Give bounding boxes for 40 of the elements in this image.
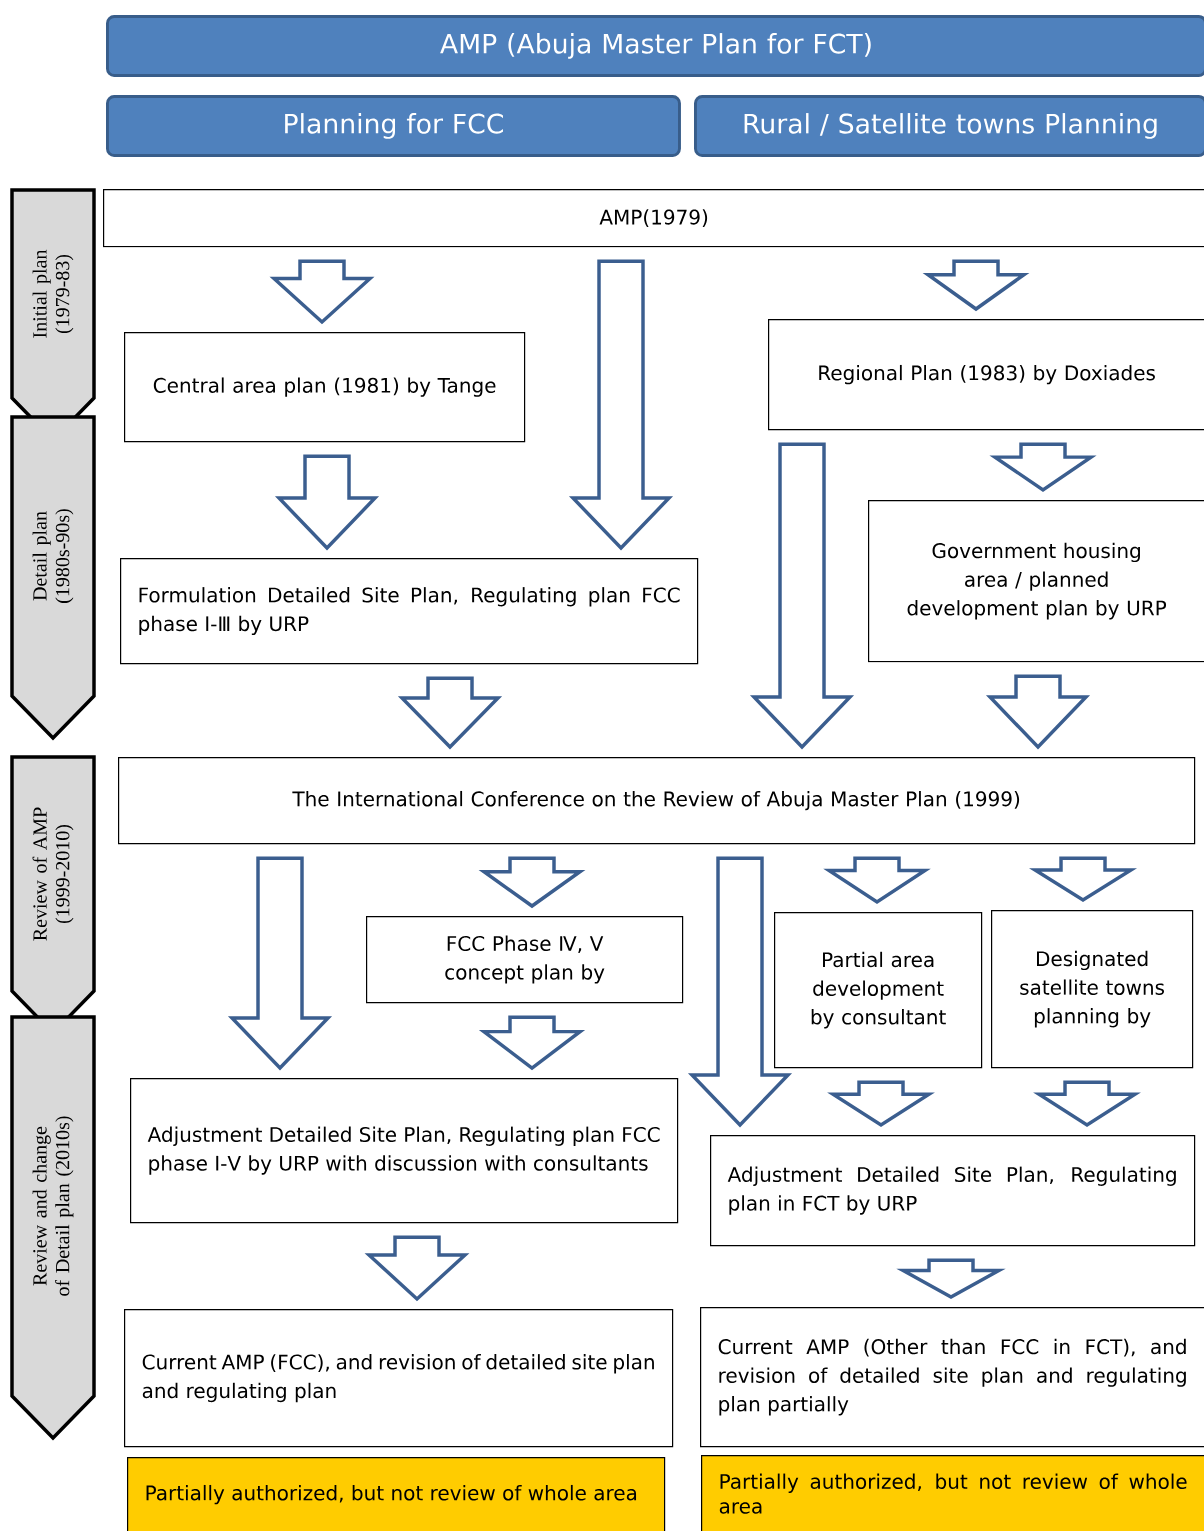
block-arrow bbox=[989, 442, 1097, 493]
block-arrow bbox=[269, 259, 375, 325]
block-arrow bbox=[478, 856, 586, 909]
block-arrow bbox=[478, 1015, 586, 1071]
process-box: Government housing area / planned development plan by URP bbox=[868, 500, 1204, 663]
phase-band: Review of AMP (1999-2010) bbox=[10, 755, 96, 1036]
heading-banner: Rural / Satellite towns Planning bbox=[694, 95, 1204, 157]
block-arrow bbox=[896, 1258, 1006, 1299]
process-box: The International Conference on the Review of Abuja Master Plan (1999) bbox=[118, 757, 1196, 845]
block-arrow bbox=[1033, 1080, 1141, 1128]
block-arrow bbox=[749, 442, 855, 750]
phase-band: Detail plan (1980s-90s) bbox=[10, 415, 96, 741]
block-arrow bbox=[364, 1235, 470, 1302]
process-box: Current AMP (Other than FCC in FCT), and revision of detailed site plan and regulating plan partially bbox=[700, 1307, 1204, 1448]
phase-band: Initial plan (1979-83) bbox=[10, 188, 96, 443]
block-arrow bbox=[227, 856, 333, 1071]
process-box: Current AMP (FCC), and revision of detailed site plan and regulating plan bbox=[124, 1309, 674, 1448]
note-box: Partially authorized, but not review of whole area bbox=[127, 1457, 666, 1531]
block-arrow bbox=[568, 259, 674, 551]
process-box: Formulation Detailed Site Plan, Regulating plan FCC phase Ⅰ-Ⅲ by URP bbox=[120, 558, 699, 665]
block-arrow bbox=[274, 454, 380, 551]
block-arrow bbox=[1028, 856, 1138, 903]
phase-band: Review and change of Detail plan (2010s) bbox=[10, 1015, 96, 1441]
block-arrow bbox=[827, 1080, 935, 1128]
block-arrow bbox=[985, 674, 1091, 750]
process-box: Partial area development by consultant bbox=[774, 912, 983, 1069]
block-arrow bbox=[922, 259, 1030, 312]
process-box: Adjustment Detailed Site Plan, Regulating plan in FCT by URP bbox=[710, 1135, 1196, 1247]
process-box: AMP(1979) bbox=[103, 189, 1204, 248]
block-arrow bbox=[687, 856, 793, 1128]
process-box: Designated satellite towns planning by bbox=[991, 910, 1194, 1069]
process-box: Adjustment Detailed Site Plan, Regulating plan FCC phase Ⅰ-Ⅴ by URP with discussion with consultants bbox=[130, 1078, 679, 1224]
note-box: Partially authorized, but not review of whole area bbox=[701, 1455, 1204, 1531]
block-arrow bbox=[397, 676, 503, 750]
process-box: FCC Phase Ⅳ, Ⅴ concept plan by bbox=[366, 916, 684, 1004]
block-arrow bbox=[823, 856, 931, 905]
process-box: Regional Plan (1983) by Doxiades bbox=[768, 319, 1204, 431]
process-box: Central area plan (1981) by Tange bbox=[124, 332, 526, 443]
heading-banner: Planning for FCC bbox=[106, 95, 681, 157]
title-banner: AMP (Abuja Master Plan for FCT) bbox=[106, 15, 1204, 77]
